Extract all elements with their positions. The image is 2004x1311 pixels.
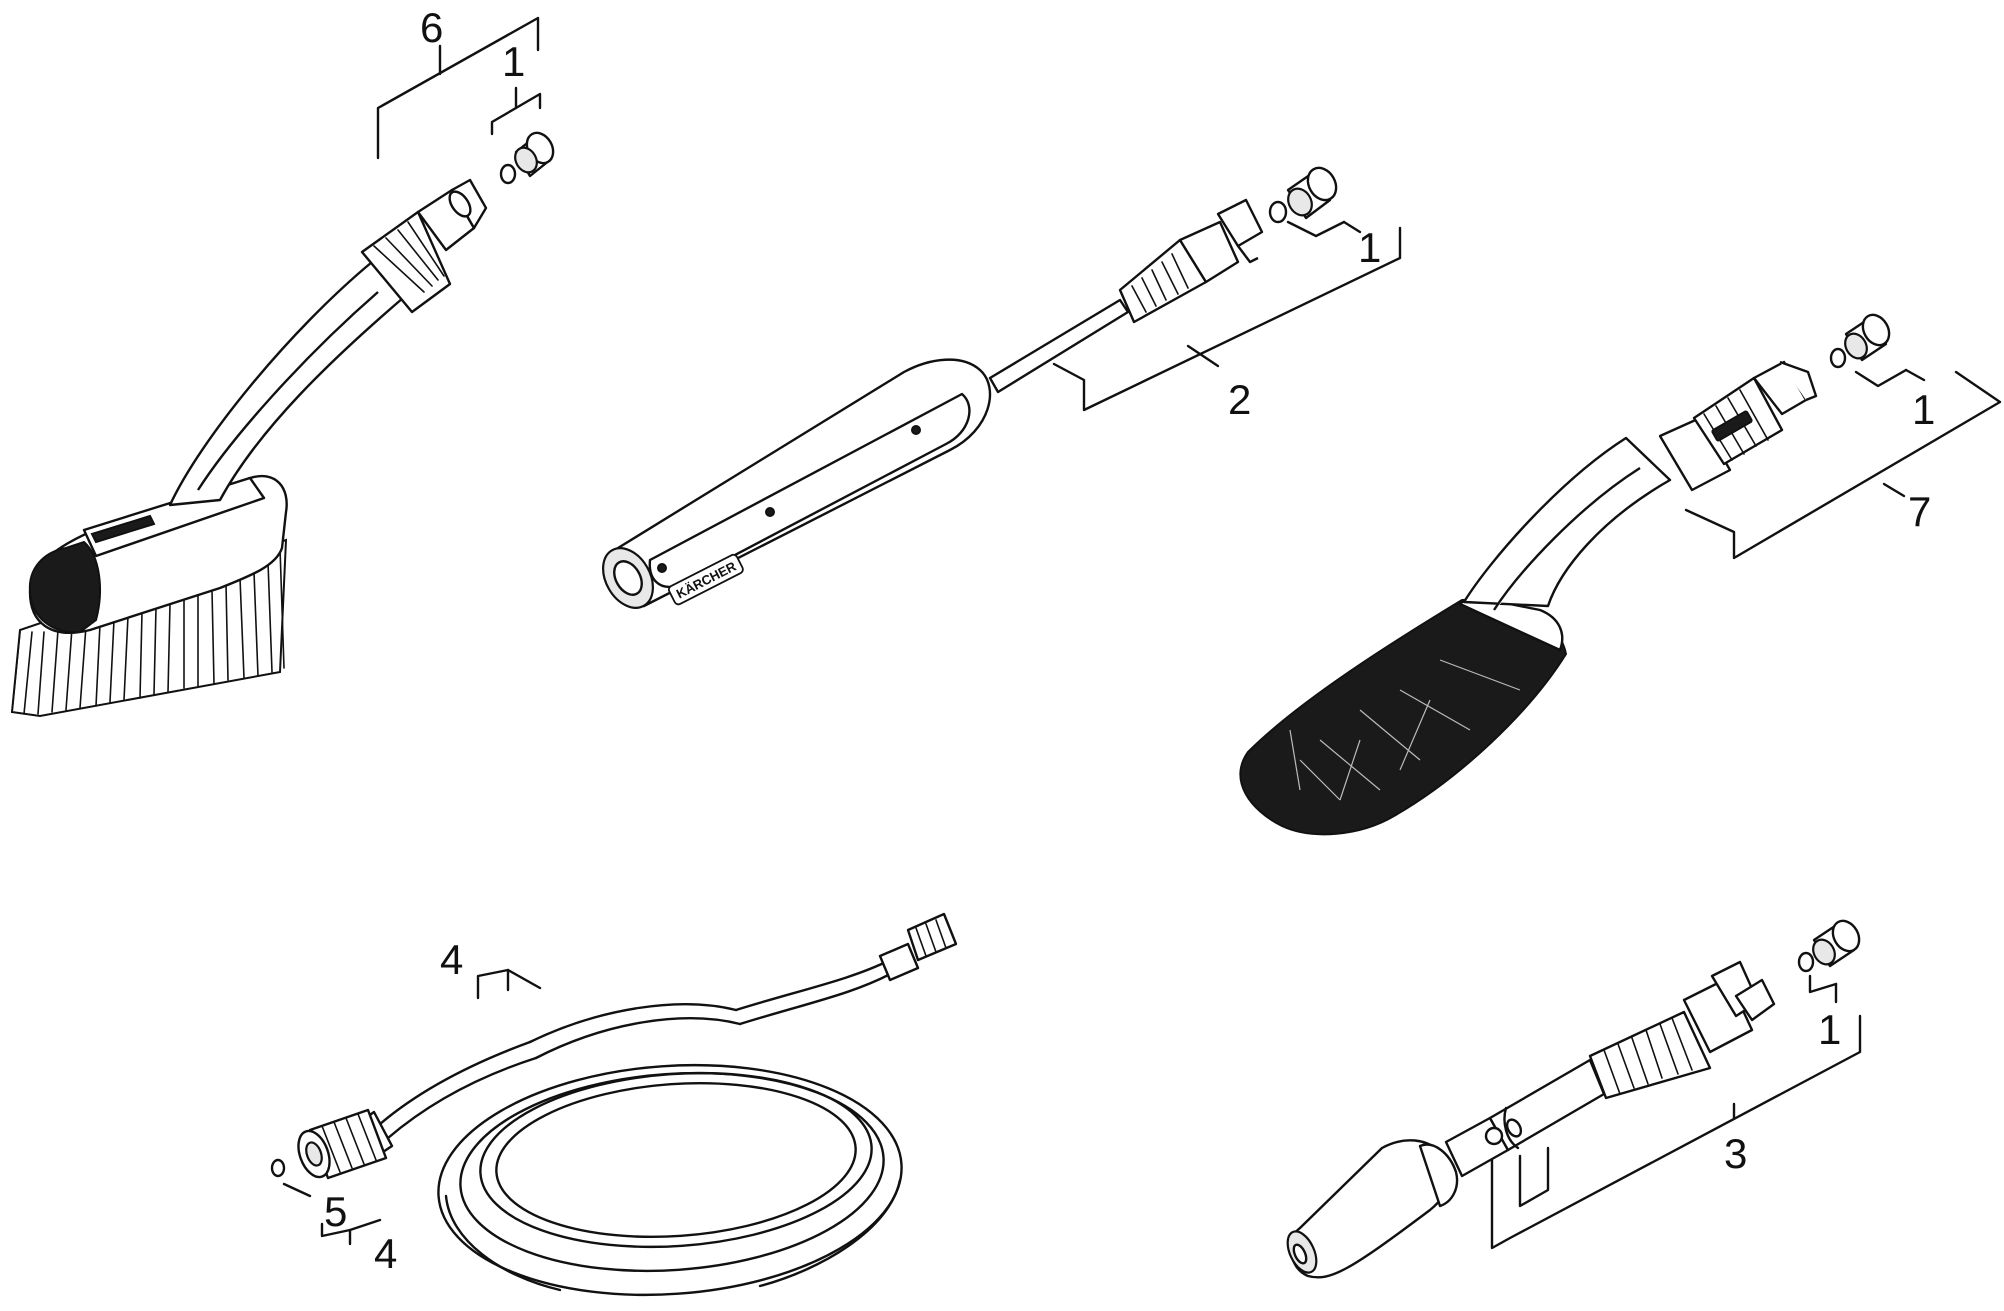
- part-spray-lance: KÄRCHER: [602, 198, 1264, 609]
- part-nozzle-set-d: [1797, 919, 1861, 973]
- part-nozzle-set-b: [1268, 166, 1338, 224]
- callout-5: 5: [324, 1188, 347, 1235]
- callout-bracket-1b: [1286, 220, 1362, 238]
- callout-3: 3: [1724, 1130, 1747, 1177]
- part-nozzle-set-a: [499, 131, 555, 185]
- callout-1d: 1: [1818, 1006, 1841, 1053]
- part-wash-brush: [10, 178, 488, 718]
- part-rim-brush: [1239, 360, 1818, 836]
- callout-6: 6: [420, 4, 443, 51]
- callout-bracket-3: [1490, 1014, 1862, 1250]
- part-dirt-blaster: [1286, 960, 1776, 1279]
- callout-1c: 1: [1912, 386, 1935, 433]
- callout-bracket-6: [376, 16, 540, 160]
- callout-bracket-2: [1052, 226, 1402, 412]
- callout-4b: 4: [374, 1230, 397, 1277]
- callout-4a: 4: [440, 936, 463, 983]
- callout-bracket-1d: [1808, 974, 1838, 1004]
- callout-1b: 1: [1358, 224, 1381, 271]
- callout-bracket-7: [1684, 370, 2002, 560]
- callout-bracket-4a: [476, 968, 542, 1000]
- callout-7: 7: [1908, 488, 1931, 535]
- callout-bracket-1a: [490, 86, 542, 136]
- callout-bracket-5-4: [282, 1182, 382, 1246]
- callout-1a: 1: [502, 38, 525, 85]
- callout-2: 2: [1228, 376, 1251, 423]
- part-hose: [270, 912, 958, 1297]
- callout-bracket-1c: [1854, 368, 1926, 388]
- part-nozzle-set-c: [1829, 313, 1891, 369]
